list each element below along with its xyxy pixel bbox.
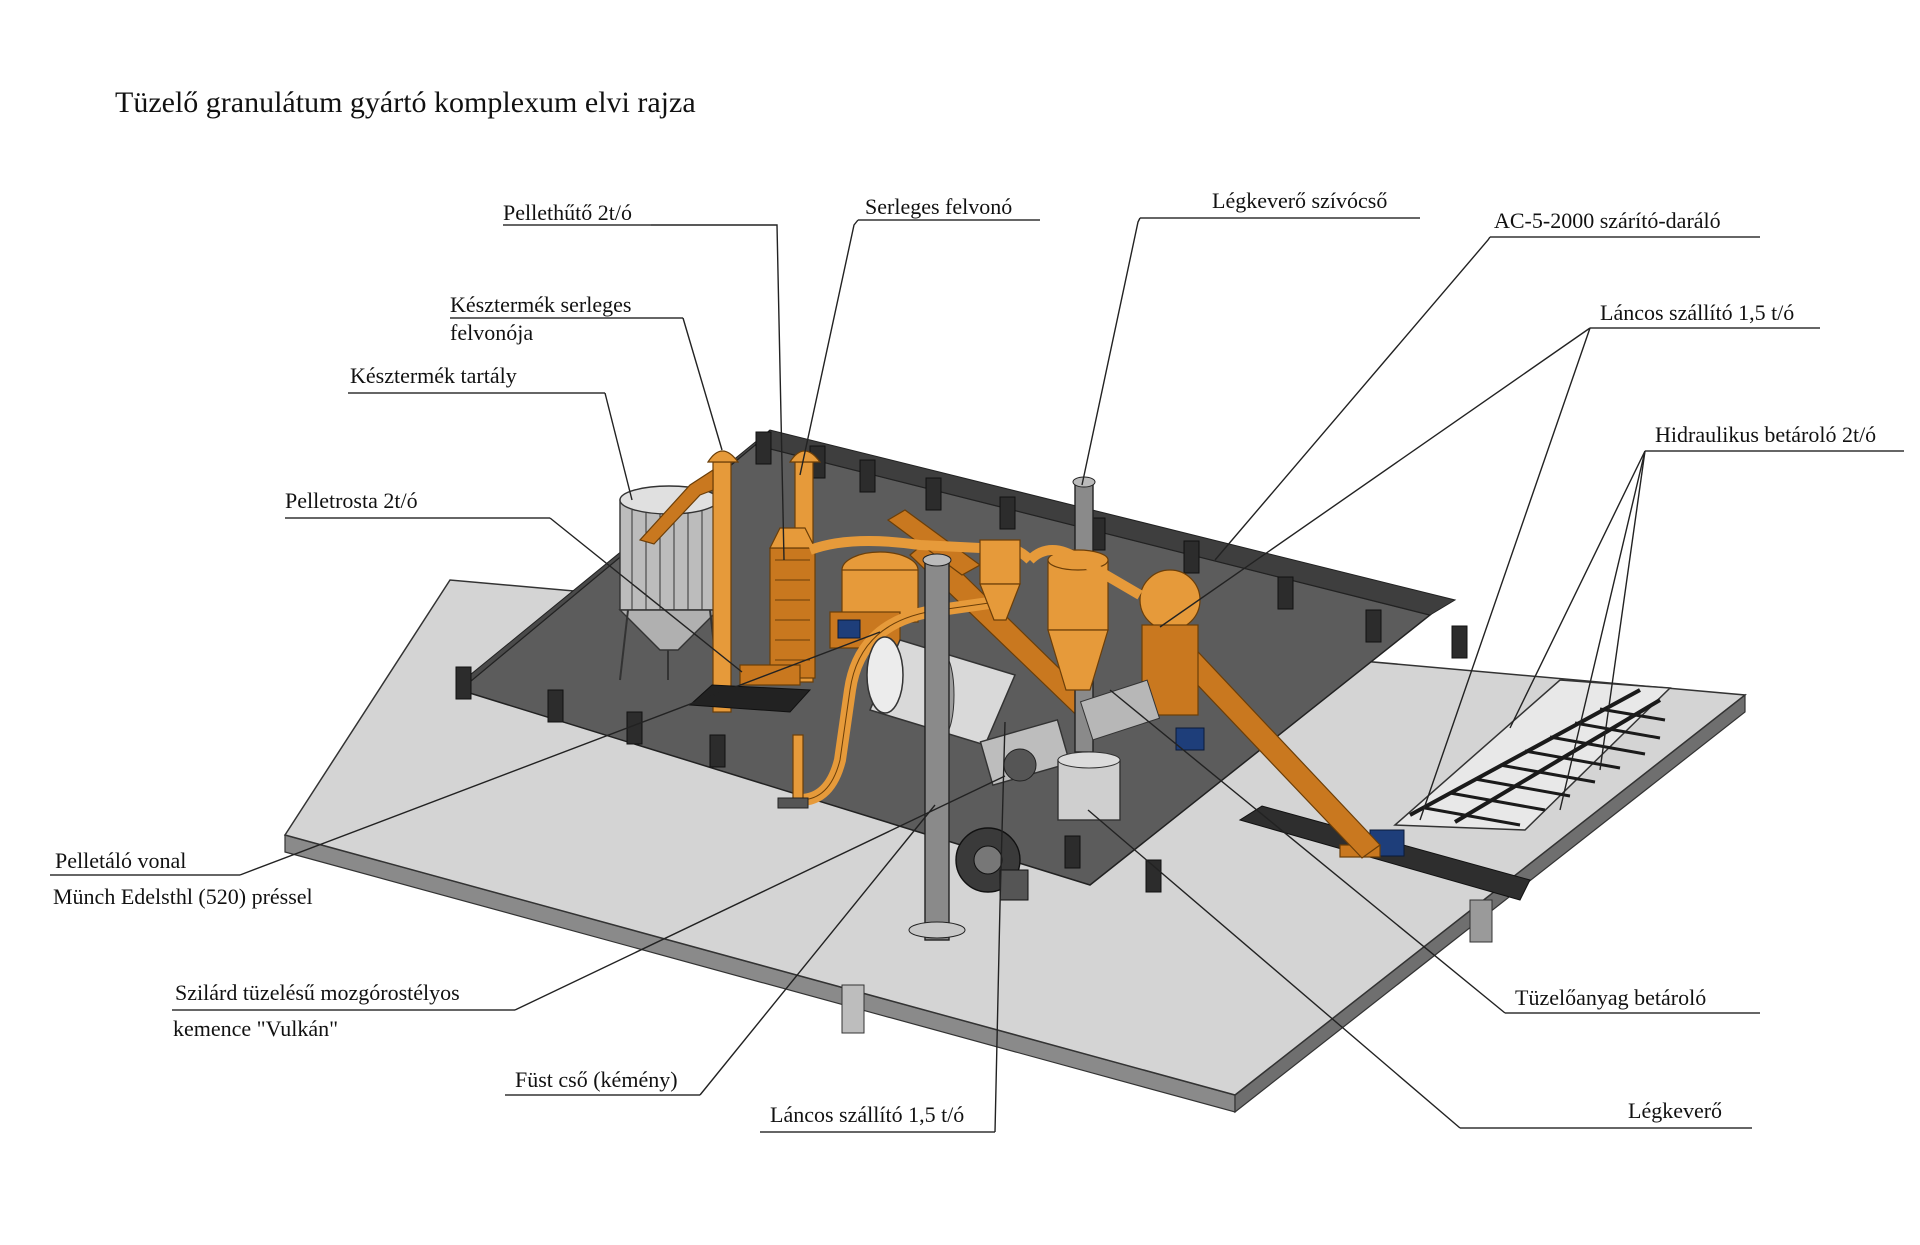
label-keszt-serleges-2: felvonója xyxy=(450,320,533,345)
support-leg-1 xyxy=(841,984,865,1034)
pillar xyxy=(1277,576,1294,610)
label-pelletalo-1: Pelletáló vonal xyxy=(55,848,186,873)
pillar xyxy=(755,431,772,465)
air-mixer-cone xyxy=(1047,629,1109,691)
pellet-cooler-top xyxy=(769,527,816,549)
pillar xyxy=(1064,835,1081,869)
label-legkevero-szivocso: Légkeverő szívócső xyxy=(1212,188,1387,213)
mixer-pipe xyxy=(1026,545,1143,600)
label-ac-szarito: AC-5-2000 szárító-daráló xyxy=(1494,208,1721,233)
pillar xyxy=(1365,609,1382,643)
label-keszt-tartaly: Késztermék tartály xyxy=(350,363,517,388)
leader-lines xyxy=(50,217,1904,1133)
small-cyclone xyxy=(979,539,1021,585)
hydraulic-storage xyxy=(1393,679,1672,831)
pillar xyxy=(859,459,876,493)
storage-pit xyxy=(1393,679,1672,831)
small-cyclone-cone xyxy=(979,583,1021,621)
pillar xyxy=(1451,625,1468,659)
pillar xyxy=(925,477,942,511)
burner-grate xyxy=(1003,748,1037,782)
label-pelletalo-2: Münch Edelsthl (520) préssel xyxy=(53,884,313,909)
label-keszt-serleges-1: Késztermék serleges xyxy=(450,292,631,317)
pillar xyxy=(709,734,726,768)
label-serleges-felvono: Serleges felvonó xyxy=(865,194,1012,219)
diagram-title: Tüzelő granulátum gyártó komplexum elvi … xyxy=(115,86,696,119)
label-tuzeloanyag: Tüzelőanyag betároló xyxy=(1515,985,1706,1010)
press-motor xyxy=(837,619,861,639)
pillar xyxy=(547,689,564,723)
drum-end xyxy=(866,636,904,714)
support-leg-2 xyxy=(1469,899,1493,943)
label-lancos-szallito-top: Láncos szállító 1,5 t/ó xyxy=(1600,300,1794,325)
silo-cone xyxy=(618,609,720,651)
pillar xyxy=(999,496,1016,530)
mill-motor xyxy=(1175,727,1205,751)
pillars xyxy=(455,431,1468,893)
bucket-elevators xyxy=(638,450,822,713)
duct-box xyxy=(1079,679,1161,741)
sieve-pit xyxy=(688,684,812,713)
labels: Pellethűtő 2t/ó Serleges felvonó Légkeve… xyxy=(53,188,1876,1127)
label-hidraulikus: Hidraulikus betároló 2t/ó xyxy=(1655,422,1876,447)
label-pellethuto: Pellethűtő 2t/ó xyxy=(503,200,632,225)
finished-product-elevator xyxy=(712,461,732,713)
pipe-riser xyxy=(792,734,804,806)
fan-motor xyxy=(999,869,1029,901)
pipe-base xyxy=(777,797,809,809)
pillar xyxy=(626,711,643,745)
label-szilard-1: Szilárd tüzelésű mozgórostélyos xyxy=(175,980,460,1005)
elevator-head-2 xyxy=(788,450,822,463)
cyclones xyxy=(979,539,1205,821)
pillar xyxy=(1183,540,1200,574)
label-fust-cso: Füst cső (kémény) xyxy=(515,1067,678,1092)
label-szilard-2: kemence "Vulkán" xyxy=(173,1016,338,1041)
chimney-base xyxy=(908,921,966,939)
elevator-chute-1 xyxy=(638,468,714,545)
label-legkevero: Légkeverő xyxy=(1628,1098,1722,1123)
label-pelletrosta: Pelletrosta 2t/ó xyxy=(285,488,418,513)
label-lancos-szallito-bottom: Láncos szállító 1,5 t/ó xyxy=(770,1102,964,1127)
pillar xyxy=(1145,859,1162,893)
pillar xyxy=(455,666,472,700)
dryer-mill-fan xyxy=(1139,569,1201,631)
chimney-main xyxy=(924,559,950,941)
pelletizer-line xyxy=(777,536,1034,809)
elevator-head-1 xyxy=(706,450,740,463)
